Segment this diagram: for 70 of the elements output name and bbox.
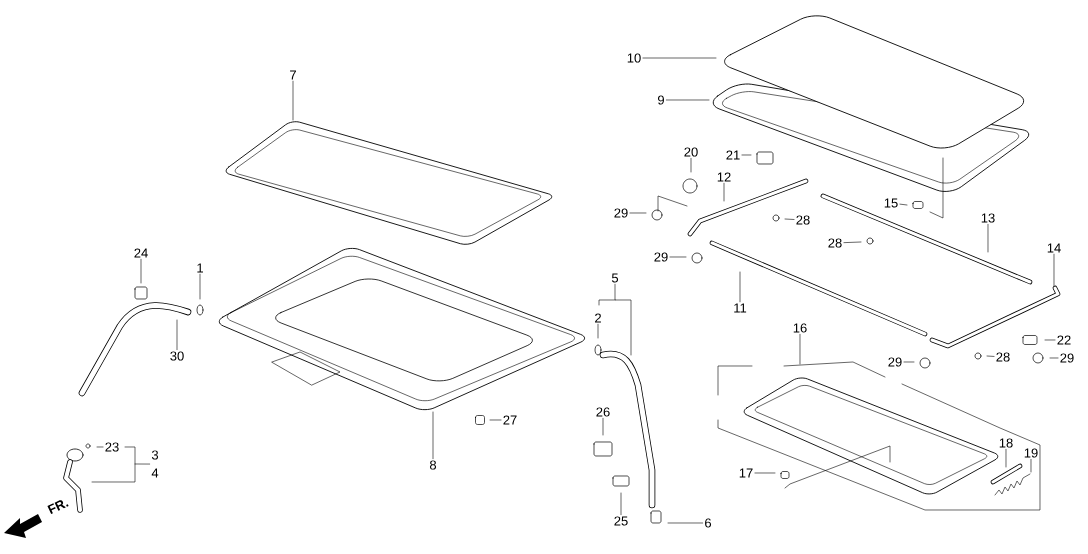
leader-line [666,99,710,101]
leader-line [667,522,703,524]
leader-line [620,492,622,515]
leader-line [91,446,150,483]
leader-line [986,355,995,357]
leader-line [799,334,801,365]
leader-line [987,224,989,253]
callout-number: 16 [793,323,807,333]
callout-number: 9 [658,95,664,105]
leader-line [669,256,687,258]
leader-line [176,319,178,350]
callout-number: 21 [726,150,740,160]
leader-line [597,323,599,339]
callout-number: 5 [611,273,619,283]
callout-number: 14 [1047,243,1061,253]
callout-number: 1 [197,263,203,273]
leader-line [843,241,862,243]
leader-line [1049,357,1059,359]
leader-line [1044,339,1056,341]
callout-number: 10 [627,53,641,63]
leader-line [784,218,795,220]
callout-number: 22 [1057,335,1071,345]
callout-number: 3 [151,450,159,460]
leader-line [723,182,725,202]
leader-line [140,258,142,284]
leader-line [739,271,741,303]
direction-label: FR. [47,500,69,515]
leader-line [629,195,688,214]
leader-line [754,472,776,474]
callout-number: 2 [595,313,601,323]
callout-number: 18 [999,438,1013,448]
callout-number: 29 [654,252,668,262]
leader-line [1053,253,1055,287]
callout-number: 6 [705,518,712,528]
leader-line [690,158,692,173]
leader-line [642,57,717,59]
leader-line [199,273,201,300]
callout-number: 29 [888,357,902,367]
callout-number: 23 [105,442,119,452]
callout-number: 28 [796,215,810,225]
leader-line [602,418,604,436]
callout-number: 29 [614,208,628,218]
callout-number: 27 [503,415,517,425]
callout-number: 26 [596,407,610,417]
leader-line [741,154,752,156]
callout-number: 24 [134,248,148,258]
leader-line [96,446,104,448]
callout-number: 8 [429,460,437,470]
leader-line [1030,459,1032,473]
callout-number: 19 [1024,448,1038,458]
leader-line [1005,449,1007,468]
callout-number: 17 [739,468,753,478]
callout-number: 4 [151,468,159,478]
callout-number: 13 [981,213,995,223]
leader-line [899,157,944,219]
leader-line [903,361,915,363]
callout-number: 29 [1060,353,1074,363]
callout-number: 15 [884,198,898,208]
leader-line [598,283,632,356]
leader-line [489,419,502,421]
callout-number: 30 [170,351,184,361]
leader-line [292,80,294,121]
callout-number: 11 [734,303,747,313]
callout-number: 12 [717,172,731,182]
callout-number: 28 [828,238,842,248]
callout-number: 25 [614,516,628,526]
leader-line [432,411,434,459]
callout-number: 28 [996,352,1010,362]
callout-number: 20 [684,147,698,157]
callout-number: 7 [290,70,296,80]
